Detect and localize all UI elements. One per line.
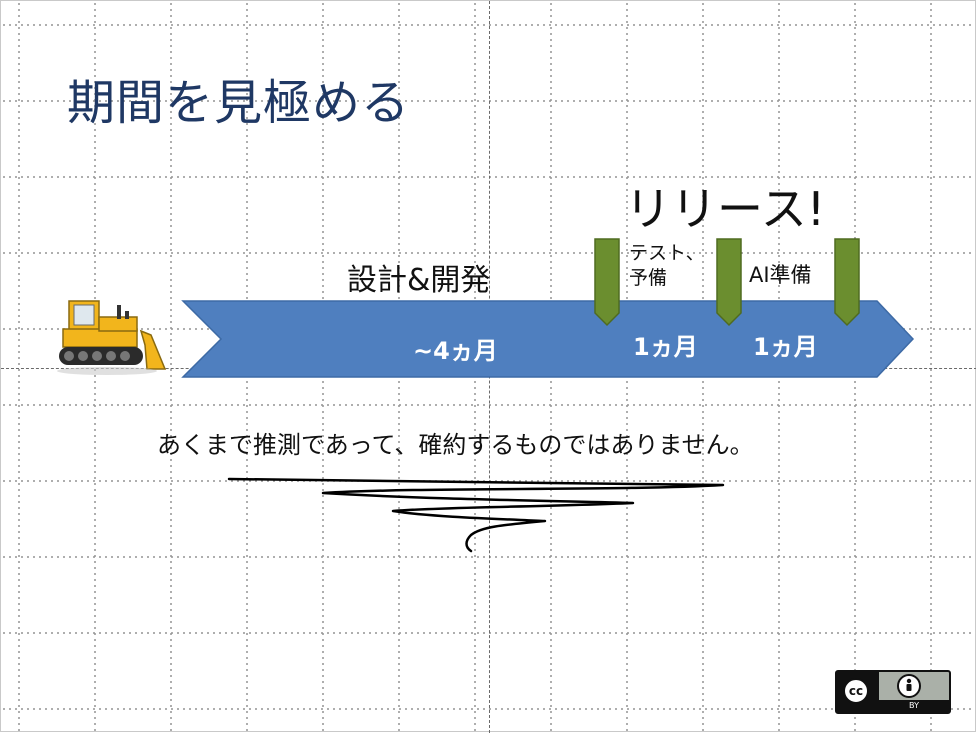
disclaimer-caption[interactable]: あくまで推測であって、確約するものではありません。 — [157, 431, 754, 459]
cc-icon: cc — [843, 678, 869, 704]
phase-label-test[interactable]: テスト、 予備 — [629, 241, 719, 291]
duration-test[interactable]: 1ヵ月 — [633, 333, 698, 361]
bulldozer-icon[interactable] — [55, 295, 167, 375]
milestone-marker-3 — [834, 238, 860, 327]
release-label[interactable]: リリース! — [625, 182, 826, 236]
by-label: BY — [879, 700, 949, 712]
slide-title[interactable]: 期間を見極める — [67, 75, 411, 131]
milestone-marker-2 — [716, 238, 742, 327]
cc-by-license-badge[interactable]: cc BY — [835, 670, 951, 714]
phase-label-test-line2: 予備 — [629, 267, 668, 289]
phase-label-ai[interactable]: AI準備 — [749, 263, 812, 287]
duration-ai[interactable]: 1ヵ月 — [753, 333, 818, 361]
phase-label-test-line1: テスト、 — [629, 242, 705, 264]
duration-dev[interactable]: ~4ヵ月 — [413, 337, 498, 365]
by-person-icon — [897, 674, 921, 698]
cc-badge-left: cc — [837, 672, 879, 712]
phase-label-dev[interactable]: 設計&開発 — [347, 263, 491, 298]
milestone-marker-1 — [594, 238, 620, 327]
